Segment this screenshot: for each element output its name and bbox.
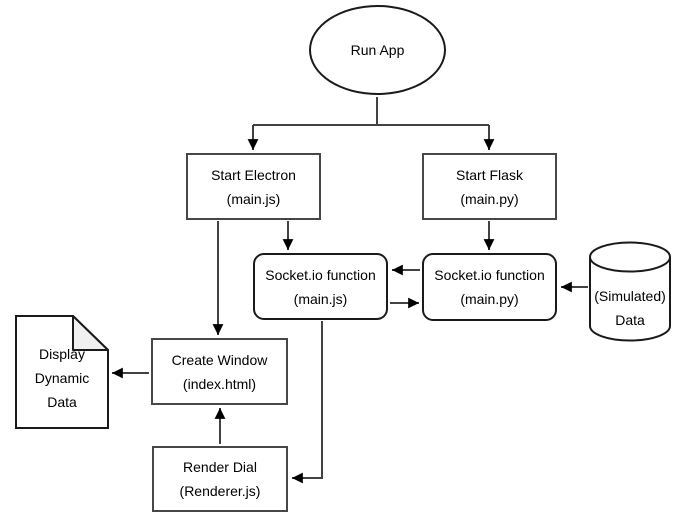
- node-label-render-dial: Render Dial (Renderer.js): [179, 459, 261, 499]
- node-render-dial: Render Dial (Renderer.js): [152, 446, 288, 512]
- node-label-socket-io-mainjs: Socket.io function (main.js): [265, 266, 376, 307]
- node-socket-io-mainjs: Socket.io function (main.js): [253, 253, 388, 320]
- document-fold-corner: [72, 315, 109, 351]
- node-run-app: Run App: [309, 5, 446, 95]
- edge-socketjs-renderdial: [292, 321, 323, 484]
- node-label-simulated-data: (Simulated) Data: [594, 288, 666, 328]
- node-label-start-flask: Start Flask (main.py): [456, 166, 523, 207]
- node-label-create-window: Create Window (index.html): [171, 351, 268, 392]
- cylinder-top-rim: [589, 256, 671, 273]
- node-start-electron: Start Electron (main.js): [186, 153, 321, 220]
- node-label-socket-io-mainpy: Socket.io function (main.py): [434, 267, 545, 307]
- edge-runapp-branch: [253, 97, 489, 126]
- node-label-run-app: Run App: [350, 42, 405, 58]
- node-create-window: Create Window (index.html): [151, 338, 288, 405]
- node-socket-io-mainpy: Socket.io function (main.py): [422, 253, 557, 321]
- node-label-display-dynamic-data: Display Dynamic Data: [34, 346, 90, 410]
- cylinder-simulated-data: [589, 241, 671, 342]
- node-start-flask: Start Flask (main.py): [422, 153, 557, 220]
- node-label-start-electron: Start Electron (main.js): [211, 166, 296, 207]
